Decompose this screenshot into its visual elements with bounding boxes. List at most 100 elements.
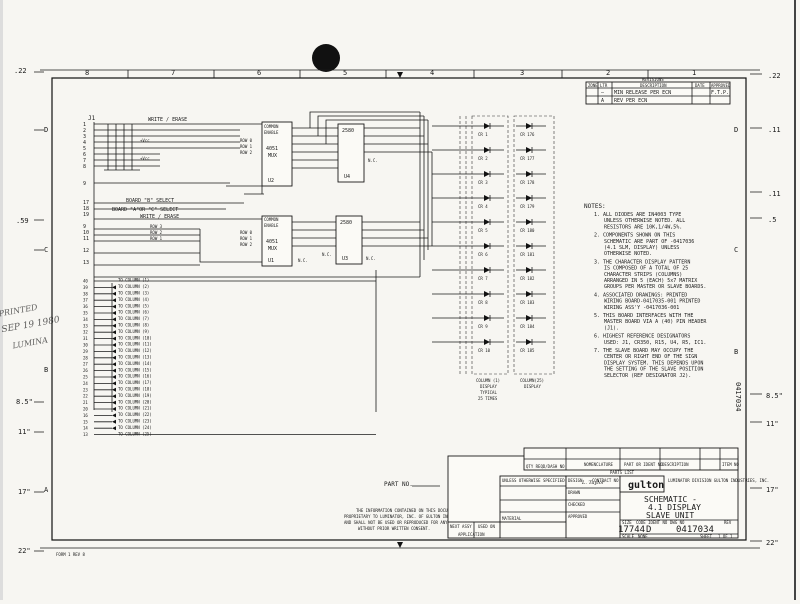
column-label: TO COLUMN (8)	[118, 323, 149, 328]
zone-row-d-right: D	[734, 126, 738, 134]
column-pin: 28	[83, 355, 88, 360]
u1-pin-row0: ROW 0	[240, 230, 253, 235]
note-line: 5. THIS BOARD INTERFACES WITH THE	[594, 313, 693, 319]
tb-scale-label: SCALE	[622, 534, 635, 539]
u1-pin-enable: ENABLE	[264, 223, 279, 228]
connector-j1-label: J1	[88, 115, 96, 122]
margin-marks-left: .22 .59 8.5" 11" 17" 22"	[14, 67, 44, 555]
pin-9b: 9	[83, 224, 86, 230]
pin-4: 4	[83, 140, 86, 146]
vcc-resistors: +Vcc +Vcc	[104, 124, 150, 171]
ic-u2-title1: 4051	[266, 146, 278, 152]
note-line: 3. THE CHARACTER DISPLAY PATTERN	[594, 259, 690, 265]
note-line: CENTER OR RIGHT END OF THE SIGN	[604, 354, 697, 360]
tb-material: MATERIAL	[502, 516, 522, 521]
diode-symbol	[526, 219, 532, 225]
ic-u1-title1: 4051	[266, 239, 278, 245]
tb-dwg-label: DWG NO	[670, 520, 685, 525]
column-label: TO COLUMN (6)	[118, 310, 149, 315]
notes-block: NOTES:	[584, 203, 606, 210]
label-row1: ROW 1	[150, 236, 163, 241]
diode-symbol	[484, 315, 490, 321]
column-pin: 27	[83, 362, 88, 367]
note-line: MASTER BOARD VIA A (40) PIN HEADER	[604, 319, 707, 325]
proprietary-4: WITHOUT PRIOR WRITTEN CONSENT.	[358, 526, 430, 531]
margin-right-7: 22"	[766, 539, 779, 547]
stamp-line-3: LUMINA	[11, 335, 49, 350]
zone-col-3: 3	[520, 69, 524, 77]
pin-11: 11	[83, 236, 89, 242]
col1-line3: TYPICAL	[480, 390, 497, 395]
proprietary-notice: THE INFORMATION CONTAINED ON THIS DOCUME…	[344, 508, 481, 531]
column-pin: 35	[83, 311, 88, 316]
ic-u2-title2: MUX	[268, 153, 277, 159]
diode-symbol	[526, 315, 532, 321]
pin-2: 2	[83, 128, 86, 134]
diode-label: CR 183	[520, 300, 535, 305]
tb-parts-list: PARTS LIST	[610, 470, 635, 475]
column-pin: 33	[83, 323, 88, 328]
note-line: 2. COMPONENTS SHOWN ON THIS	[594, 233, 675, 239]
note-line: THE SETTING OF THE SLAVE POSITION	[604, 367, 703, 373]
u1-pin-row1: ROW 1	[240, 236, 253, 241]
diode-label: CR 185	[520, 348, 535, 353]
diode-symbol	[526, 123, 532, 129]
margin-right-2: .11	[768, 190, 781, 198]
column-wire-bus	[94, 112, 433, 412]
u3-nc: N.C.	[366, 256, 376, 261]
diode-label: CR 181	[520, 252, 535, 257]
diode-label: CR 9	[478, 324, 488, 329]
rev-h-date: DATE	[695, 83, 705, 88]
margin-left-1: .59	[16, 217, 29, 225]
note-line: DISPLAY SYSTEM. THIS DEPENDS UPON	[604, 360, 703, 366]
column-pin: 13	[83, 432, 88, 437]
pin-19: 19	[83, 212, 89, 218]
j1-top-pins: 1 2 3 4 5 6 7 8 9	[83, 122, 86, 187]
diode-label: CR 1	[478, 132, 488, 137]
tb-sheet-label: SHEET	[700, 534, 713, 539]
column-pin: 24	[83, 381, 88, 386]
tb-design: DESIGN	[568, 478, 583, 483]
u3-nc-in: N.C.	[322, 252, 332, 257]
diode-symbol	[484, 195, 490, 201]
tb-approved: APPROVED	[568, 514, 588, 519]
margin-right-4: 8.5"	[766, 392, 783, 400]
zone-row-b-left: B	[44, 366, 48, 374]
pin-13: 13	[83, 260, 89, 266]
column-label: TO COLUMN (25)	[118, 431, 152, 436]
zone-col-5: 5	[343, 69, 347, 77]
column-pin: 29	[83, 349, 88, 354]
rev-row2-desc: REV PER ECN	[614, 98, 647, 104]
column-25-box	[513, 115, 555, 375]
rev-h-appr: APPROVED	[711, 83, 731, 88]
vcc-label-1: +Vcc	[140, 138, 150, 143]
ic-u4: 2580 U4 N.C.	[337, 123, 378, 183]
stamp-line-1: PRINTED	[0, 303, 39, 319]
zone-col-4: 4	[430, 69, 434, 77]
tb-qty-reqd: QTY REQD/DASH NO	[526, 464, 565, 469]
column-pin: 16	[83, 413, 88, 418]
margin-left-3: 11"	[18, 428, 31, 436]
column-pin: 25	[83, 375, 88, 380]
diode-symbol	[484, 171, 490, 177]
zone-row-c-right: C	[734, 246, 738, 254]
title-line-1: SCHEMATIC -	[644, 495, 697, 504]
u2-pin-enable: ENABLE	[264, 130, 279, 135]
tb-size: D	[646, 525, 651, 535]
rev-row1-appr: F.T.P.	[711, 90, 729, 96]
revisions-title: REVISIONS	[642, 77, 664, 82]
diode-label: CR 176	[520, 132, 535, 137]
title-line-2: 4.1 DISPLAY	[648, 503, 701, 512]
revisions-block: REVISIONS ZONE LTR DESCRIPTION DATE APPR…	[585, 77, 731, 105]
ic-u1: 4051 MUX U1 COMMON ENABLE ROW 0 ROW 1 RO…	[240, 215, 308, 267]
zone-col-2: 2	[606, 69, 610, 77]
column-1-box	[471, 115, 509, 375]
column-label: TO COLUMN (2)	[118, 284, 149, 289]
tb-code: 17744	[618, 525, 645, 535]
side-number: 0417034	[734, 382, 742, 412]
diode-label: CR 180	[520, 228, 535, 233]
col1-line4: 25 TIMES	[478, 396, 498, 401]
proprietary-2: PROPRIETARY TO LUMINATOR, INC. OF GULTON…	[344, 514, 481, 519]
note-line: SELECTOR (REF DESIGNATOR J2).	[604, 373, 691, 379]
